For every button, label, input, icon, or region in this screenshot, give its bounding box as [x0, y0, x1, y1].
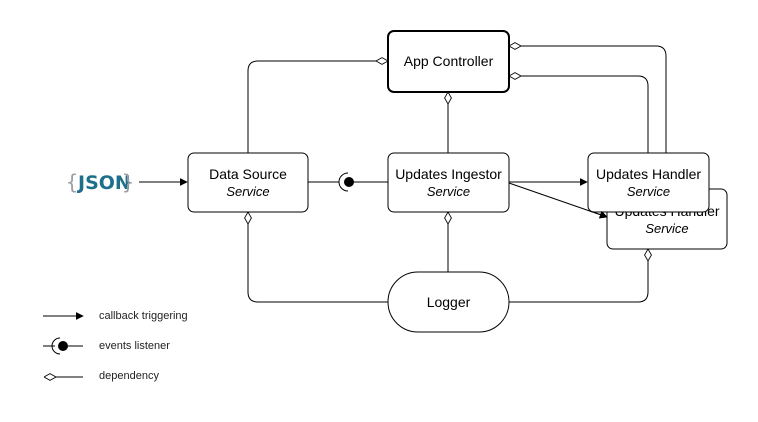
data-source-subtitle: Service: [226, 184, 269, 199]
app-controller-title: App Controller: [404, 53, 494, 69]
node-updates-handler-front[interactable]: Updates Handler Service: [587, 152, 710, 213]
json-word: JSON: [76, 172, 131, 194]
node-app-controller[interactable]: App Controller: [387, 30, 510, 93]
legend: callback triggering events listener depe…: [43, 310, 188, 382]
json-close-brace: }: [122, 170, 134, 194]
updates-handler-back-subtitle: Service: [645, 221, 688, 236]
legend-dependency-label: dependency: [99, 370, 159, 382]
updates-ingestor-title: Updates Ingestor: [395, 166, 502, 182]
listener-dot: [344, 177, 354, 187]
edge-ingestor-to-handler-back-tip: [589, 210, 608, 219]
json-open-brace: {: [66, 170, 78, 194]
node-data-source[interactable]: Data Source Service: [187, 152, 309, 213]
legend-listener-dot-icon: [58, 341, 68, 351]
legend-listener-label: events listener: [99, 340, 170, 352]
legend-callback: callback triggering: [43, 310, 188, 322]
edge-handler-front-to-app-controller: [509, 76, 649, 153]
legend-callback-label: callback triggering: [99, 310, 188, 322]
edge-handler-back-to-app-controller: [509, 46, 667, 189]
updates-handler-front-title: Updates Handler: [596, 166, 701, 182]
updates-ingestor-subtitle: Service: [427, 184, 470, 199]
legend-listener: events listener: [43, 337, 170, 355]
data-source-title: Data Source: [209, 166, 287, 182]
edges: [139, 46, 667, 303]
node-updates-ingestor[interactable]: Updates Ingestor Service: [387, 152, 510, 213]
node-logger[interactable]: Logger: [387, 271, 510, 333]
legend-listener-socket-icon: [51, 337, 61, 355]
edge-data-source-to-logger: [248, 212, 388, 303]
updates-handler-front-subtitle: Service: [627, 184, 670, 199]
legend-dependency: dependency: [44, 370, 159, 382]
logger-title: Logger: [427, 294, 471, 310]
json-source-badge: { JSON }: [66, 170, 134, 194]
edge-data-source-to-app-controller: [247, 61, 388, 153]
edge-handler-back-to-logger: [509, 249, 648, 303]
